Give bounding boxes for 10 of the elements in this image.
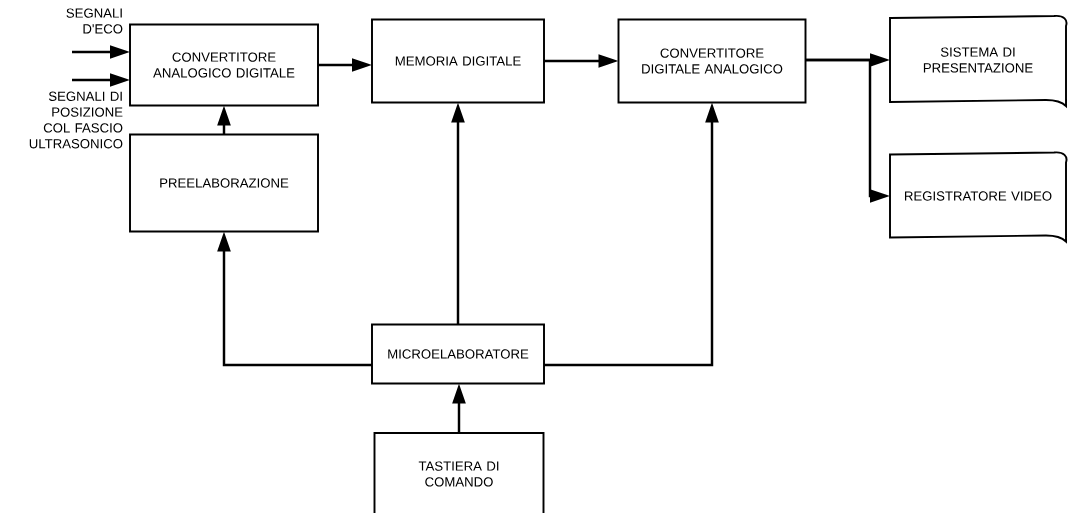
signal-label: SEGNALI DI POSIZIONE COL FASCIO ULTRASONICO <box>29 91 123 149</box>
process-box: CONVERTITORE DIGITALE ANALOGICO <box>617 18 807 104</box>
process-box: MICROELABORATORE <box>371 323 545 385</box>
process-box: CONVERTITORE ANALOGICO DIGITALE <box>129 23 319 107</box>
process-box: MEMORIA DIGITALE <box>371 18 545 104</box>
output-box: REGISTRATORE VIDEO <box>889 151 1068 243</box>
signal-label: SEGNALI D'ECO <box>66 8 123 34</box>
process-box: TASTIERA DI COMANDO <box>373 432 545 513</box>
output-box: SISTEMA DI PRESENTAZIONE <box>889 14 1068 107</box>
process-box: PREELABORAZIONE <box>129 133 319 233</box>
